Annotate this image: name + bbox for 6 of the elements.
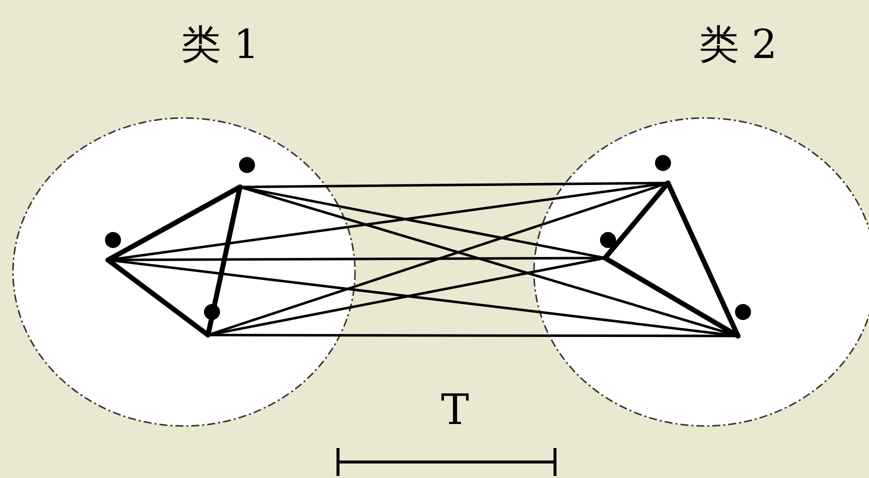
cluster-heading: 类 2 (698, 23, 778, 67)
dimension-label: T (441, 387, 469, 433)
connecting-line (106, 258, 210, 338)
connecting-line (602, 256, 740, 338)
connecting-line (666, 180, 740, 338)
cluster-heading: 类 1 (180, 23, 260, 67)
